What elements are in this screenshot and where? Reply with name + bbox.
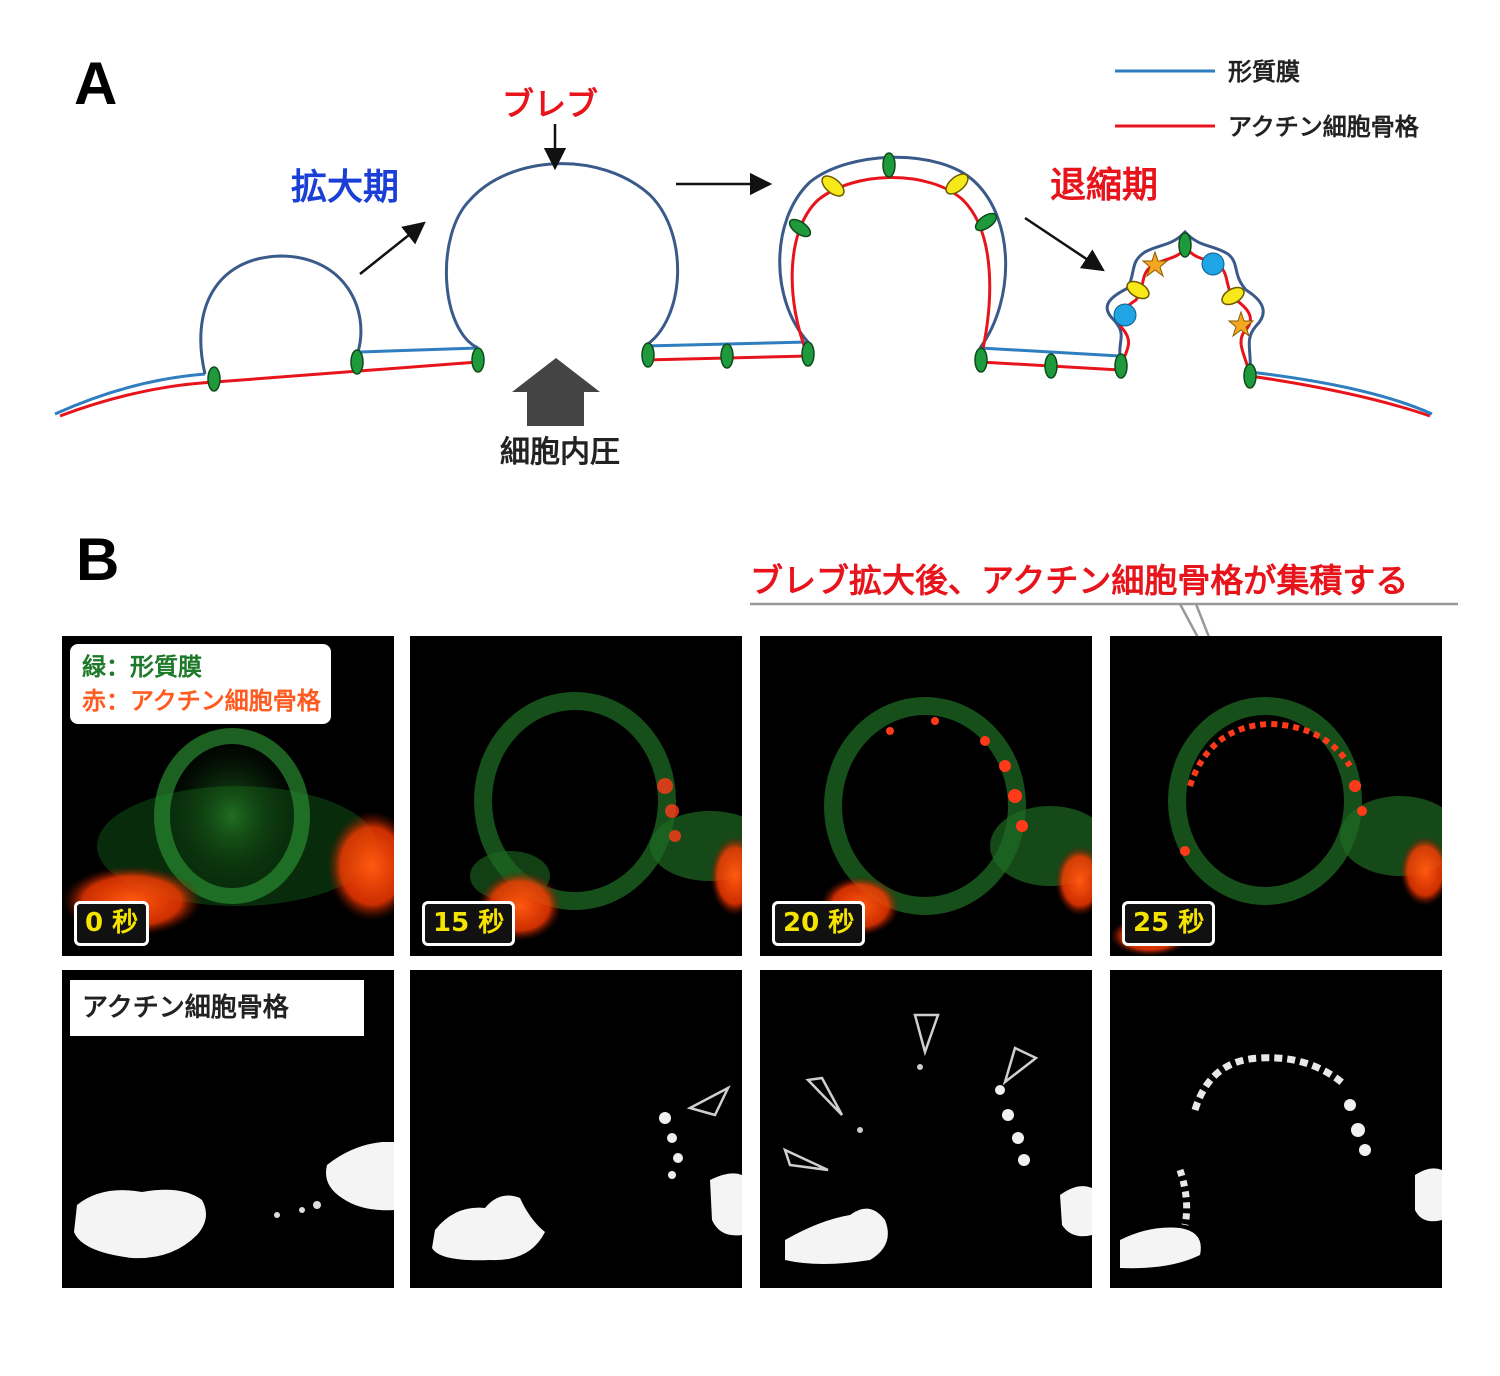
transition-arrows: [359, 124, 1105, 275]
linker-protein: [788, 218, 812, 238]
retraction-phase-label: 退縮期: [1050, 165, 1158, 206]
yellow-proteins: [821, 173, 1245, 306]
blue-protein: [1113, 303, 1137, 327]
linker-protein: [720, 343, 734, 369]
large-bleb-outline: [444, 162, 679, 350]
micrograph-image: [782, 1013, 1092, 1264]
micrograph-image: [1120, 1054, 1442, 1269]
micrograph-merge-20s: 20 秒: [760, 636, 1092, 956]
linker-protein: [882, 152, 896, 178]
micrograph-image: [432, 1085, 742, 1261]
cell-cortex: [59, 354, 1431, 418]
actin-channel-label: アクチン細胞骨格: [70, 980, 364, 1036]
linker-protein: [471, 347, 485, 373]
micrograph-actin-0s: アクチン細胞骨格: [62, 970, 394, 1288]
star-icon: [1227, 310, 1255, 338]
micrograph-merge-15s: 15 秒: [410, 636, 742, 956]
linker-protein: [974, 212, 998, 232]
arrowhead-marker-icon: [1002, 1046, 1039, 1086]
panel-b-letter: B: [76, 526, 119, 593]
bleb-label: ブレブ: [502, 85, 598, 123]
linker-protein: [1114, 353, 1128, 379]
legend-membrane-label: 形質膜: [1228, 58, 1300, 86]
linker-protein: [801, 341, 815, 367]
yellow-protein: [945, 173, 969, 195]
linker-protein: [641, 342, 655, 368]
callout-text: ブレブ拡大後、アクチン細胞骨格が集積する: [750, 561, 1409, 600]
yellow-protein: [1221, 286, 1245, 306]
arrowhead-marker-icon: [686, 1085, 731, 1117]
color-key: 緑：形質膜 赤：アクチン細胞骨格: [70, 644, 331, 724]
blue-protein: [1201, 252, 1225, 276]
micrograph-actin-20s: [760, 970, 1092, 1288]
micrograph-image: [470, 692, 742, 941]
arrow-expand: [359, 221, 426, 275]
yellow-protein: [1126, 280, 1150, 300]
yellow-protein: [821, 175, 845, 197]
legend-actin-label: アクチン細胞骨格: [1228, 113, 1420, 141]
linker-protein: [974, 347, 988, 373]
small-bleb-outline: [199, 254, 363, 375]
linker-protein: [1178, 232, 1192, 258]
actin-bleb: [778, 155, 1008, 363]
micrograph-actin-25s: [1110, 970, 1442, 1288]
legend: 形質膜 アクチン細胞骨格: [1115, 58, 1420, 141]
expansion-phase-label: 拡大期: [291, 167, 399, 208]
linker-protein: [207, 366, 221, 392]
micrograph-image: [74, 1142, 394, 1259]
panel-a-letter: A: [74, 50, 117, 117]
linker-proteins: [207, 152, 1257, 392]
time-badge: 25 秒: [1122, 901, 1216, 946]
linker-protein: [350, 349, 364, 375]
micrograph-merge-0s: 緑：形質膜 赤：アクチン細胞骨格 0 秒: [62, 636, 394, 956]
linker-protein: [1243, 363, 1257, 389]
intracellular-pressure-label: 細胞内圧: [500, 435, 620, 470]
linker-protein: [1044, 353, 1058, 379]
pressure-arrow-icon: [512, 358, 600, 426]
arrowhead-marker-icon: [913, 1013, 940, 1057]
time-badge: 20 秒: [772, 901, 866, 946]
star-proteins: [1141, 250, 1255, 338]
micrograph-merge-25s: 25 秒: [1110, 636, 1442, 956]
key-membrane: 緑：形質膜: [82, 653, 202, 681]
star-icon: [1141, 250, 1169, 278]
blue-proteins: [1113, 252, 1225, 327]
arrowhead-marker-icon: [782, 1147, 829, 1172]
arrowhead-marker-icon: [805, 1076, 844, 1116]
arrow-retract: [1024, 216, 1105, 272]
key-actin: 赤：アクチン細胞骨格: [82, 687, 321, 715]
time-badge: 0 秒: [74, 901, 150, 946]
micrograph-actin-15s: [410, 970, 742, 1288]
time-badge: 15 秒: [422, 901, 516, 946]
